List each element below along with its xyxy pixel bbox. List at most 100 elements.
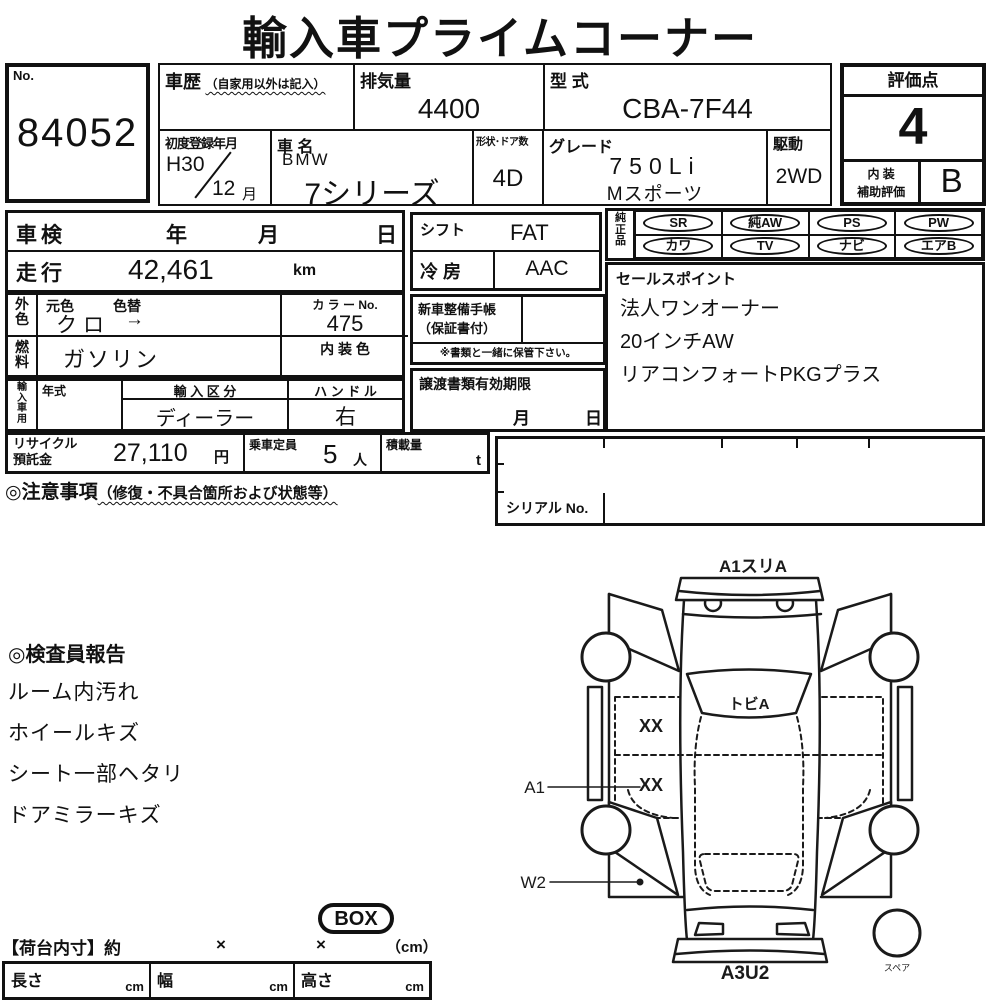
caution-line: ◎注意事項（修復・不具合箇所および状態等） <box>5 482 338 503</box>
score-label: 評価点 <box>844 67 982 97</box>
color-no-value: 475 <box>326 311 364 336</box>
mileage-value: 42,461 <box>128 254 214 285</box>
grade-line1: 750Li <box>609 153 701 179</box>
serial-label: シリアル No. <box>506 500 589 516</box>
grade-cell: グレード 750Li Mスポーツ <box>542 129 768 206</box>
fuel-value: ガソリン <box>63 347 160 372</box>
fuel-cell: ガソリン <box>38 337 282 376</box>
import-table: 輸入車用 年式 輸 入 区 分 ディーラー ハ ン ド ル 右 <box>5 378 405 432</box>
displacement-value: 4400 <box>417 93 481 124</box>
car-name-label: 車 名 <box>277 139 314 156</box>
sales-point-item: リアコンフォートPKGプラス <box>620 364 882 386</box>
windshield <box>685 668 813 719</box>
drive-cell: 駆動 2WD <box>766 129 832 206</box>
equipment-label: 純正品 <box>615 212 626 248</box>
doors-cell: 形状･ドア数 4D <box>472 129 544 206</box>
capacity-cell: 乗車定員 5 人 <box>243 435 380 471</box>
cargo-dims-line: 【荷台内寸】約 × × （cm） <box>2 935 438 958</box>
grade-label: グレード <box>549 139 614 156</box>
diagram-label-spare: スペア <box>884 963 910 973</box>
box-badge: BOX <box>318 903 394 934</box>
shaken-label: 車検 <box>16 224 66 247</box>
displacement-label: 排気量 <box>360 72 411 91</box>
doors-label: 形状･ドア数 <box>476 137 529 148</box>
equipment-box: 純正品 SR 純AW PS PW カワ TV ナビ エアB <box>605 208 985 261</box>
mileage-label: 走行 <box>16 262 66 285</box>
handle-value: 右 <box>335 406 356 429</box>
score-value: 4 <box>898 98 928 156</box>
capacity-unit: 人 <box>353 452 367 468</box>
diagram-label-xx1: XX <box>639 716 663 736</box>
sales-points-label: セールスポイント <box>616 271 737 288</box>
import-year-cell: 年式 <box>38 381 123 429</box>
capacity-value: 5 <box>323 439 338 469</box>
color-change-arrow: → <box>125 309 144 330</box>
ext-color-label: 外色 <box>15 296 29 327</box>
ext-color-value: クロ <box>56 314 110 337</box>
lot-number-value: 84052 <box>16 111 139 155</box>
ac-value: AAC <box>525 257 569 280</box>
shift-ac-box: シフト FAT 冷 房 AAC <box>410 212 602 291</box>
diagram-label-w2: W2 <box>521 873 547 892</box>
color-no-cell: カ ラ ー No. 475 <box>282 295 408 337</box>
left-rocker-panel <box>586 685 604 802</box>
model-code-value: CBA-7F44 <box>622 93 753 124</box>
inspector-report: ◎検査員報告 ルーム内汚れ ホイールキズ シート一部ヘタリ ドアミラーキズ <box>8 638 184 829</box>
equip-badge-cell: エアB <box>895 234 982 258</box>
equip-badge: カワ <box>643 237 714 256</box>
cargo-width-cell: 幅 cm <box>149 964 293 997</box>
service-book-label: 新車整備手帳 （保証書付） <box>418 302 497 336</box>
mileage-unit: km <box>293 262 317 279</box>
recycle-row: リサイクル 預託金 27,110 円 乗車定員 5 人 積載量 t <box>5 432 490 474</box>
front-right-wheel <box>868 631 920 683</box>
history-cell: 車歴 （自家用以外は記入） <box>158 63 355 131</box>
left-side-outline <box>607 592 685 899</box>
car-name-cell: 車 名 BMW 7シリーズ <box>270 129 474 211</box>
inspector-item: ドアミラーキズ <box>8 804 162 827</box>
equip-badge: PS <box>816 213 887 232</box>
original-color-cell: 元色 色替 クロ → <box>38 295 282 337</box>
rear-window <box>698 853 800 892</box>
inspector-item: ルーム内汚れ <box>8 681 140 704</box>
service-book-box: 新車整備手帳 （保証書付） ※書類と一緒に保管下さい。 <box>410 294 606 365</box>
handle-cell: ハ ン ド ル 右 <box>289 381 402 429</box>
diagram-label-a1: A1 <box>524 778 545 797</box>
score-box: 評価点 4 内 装 補助評価 B <box>840 63 986 206</box>
history-note: （自家用以外は記入） <box>205 77 326 91</box>
diagram-label-bottom: A3U2 <box>721 963 770 984</box>
history-label: 車歴 <box>165 72 201 92</box>
equip-badge-cell: 純AW <box>721 211 809 235</box>
cargo-height-cell: 高さ cm <box>293 964 429 997</box>
color-fuel-table: 外色 燃料 元色 色替 クロ → カ ラ ー No. 475 ガソリン 内 装 … <box>5 292 408 378</box>
first-registration-label: 初度登録年月 <box>165 136 238 151</box>
equip-badge: TV <box>730 237 801 256</box>
service-book-value-cell <box>521 297 603 342</box>
inspector-item: ホイールキズ <box>8 722 140 745</box>
taillight-left <box>693 921 725 937</box>
equip-badge-cell: カワ <box>635 234 722 258</box>
import-division-cell: 輸 入 区 分 ディーラー <box>123 381 289 430</box>
first-registration-cell: 初度登録年月 H30 12 月 <box>158 129 272 206</box>
rear-right-wheel <box>868 804 920 856</box>
equip-badge: SR <box>643 213 714 232</box>
drive-label: 駆動 <box>773 136 804 153</box>
car-make: BMW <box>282 150 330 169</box>
equip-badge: ナビ <box>816 237 887 256</box>
spare-tire <box>872 908 922 958</box>
sales-point-item: 20インチAW <box>620 331 734 353</box>
car-damage-diagram: A1スリA トビA XX XX A1 W2 A3U2 スペア <box>521 557 922 984</box>
interior-color-cell: 内 装 色 <box>320 341 370 357</box>
equip-badge-cell: SR <box>635 211 722 235</box>
equip-badge-cell: TV <box>721 234 809 258</box>
load-cell: 積載量 t <box>380 435 487 471</box>
model-code-cell: 型 式 CBA-7F44 <box>543 63 832 131</box>
inspector-report-label: ◎検査員報告 <box>8 644 126 666</box>
equip-badge-cell: ナビ <box>808 234 896 258</box>
front-left-door <box>607 592 681 673</box>
car-model: 7シリーズ <box>304 178 440 211</box>
import-label: 輸入車用 <box>17 382 27 425</box>
cargo-dims-table: 長さ cm 幅 cm 高さ cm <box>2 961 432 1000</box>
equip-badge-cell: PW <box>895 211 982 235</box>
first-registration-era: H30 <box>166 153 205 176</box>
diagram-label-top: A1スリA <box>719 557 787 576</box>
